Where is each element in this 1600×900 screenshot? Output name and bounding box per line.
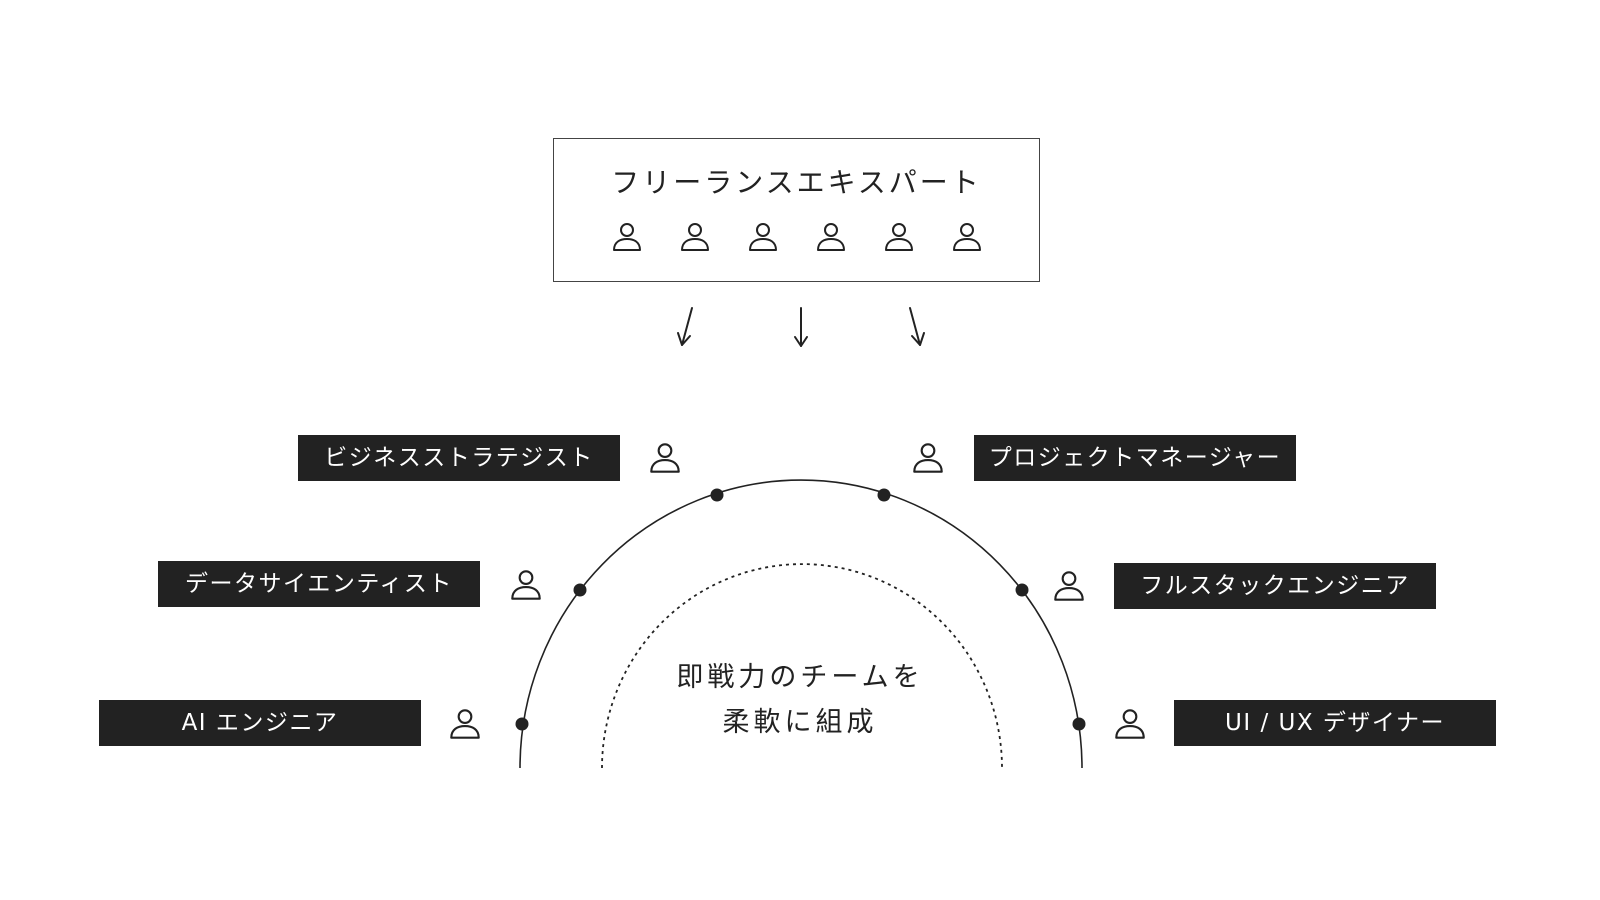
arc-dot-business-strategist xyxy=(710,488,724,502)
pool-title: フリーランスエキスパート xyxy=(611,166,982,199)
center-caption-line2: 柔軟に組成 xyxy=(722,707,878,738)
person-icon xyxy=(650,443,680,473)
person-icon xyxy=(816,223,845,251)
person-icon xyxy=(680,223,709,251)
person-icon xyxy=(1054,571,1084,601)
role-label-fullstack-engineer: フルスタックエンジニア xyxy=(1114,563,1436,609)
person-icon xyxy=(511,570,541,600)
role-label-business-strategist: ビジネスストラテジスト xyxy=(298,435,620,481)
arrow-down-icon xyxy=(794,307,808,347)
role-label-uiux-designer: UI / UX デザイナー xyxy=(1174,700,1496,746)
inner-dotted-arc xyxy=(601,563,1003,769)
center-caption-line1: 即戦力のチームを xyxy=(676,662,924,693)
person-icon xyxy=(952,223,981,251)
person-icon xyxy=(450,709,480,739)
arrow-right-icon xyxy=(909,307,925,346)
person-icon xyxy=(748,223,777,251)
freelance-expert-pool: フリーランスエキスパート xyxy=(553,138,1040,282)
arrow-left-icon xyxy=(677,307,693,346)
arc-dot-project-manager xyxy=(877,488,891,502)
arc-dot-ai-engineer xyxy=(515,717,529,731)
arc-dot-uiux-designer xyxy=(1072,717,1086,731)
person-icon xyxy=(612,223,641,251)
person-icon xyxy=(1115,709,1145,739)
outer-arc xyxy=(519,479,1083,769)
role-label-project-manager: プロジェクトマネージャー xyxy=(974,435,1296,481)
role-label-data-scientist: データサイエンティスト xyxy=(158,561,480,607)
person-icon xyxy=(884,223,913,251)
arc-dot-data-scientist xyxy=(573,583,587,597)
pool-people-icons xyxy=(554,219,1039,255)
person-icon xyxy=(913,443,943,473)
arc-dot-fullstack-engineer xyxy=(1015,583,1029,597)
role-label-ai-engineer: AI エンジニア xyxy=(99,700,421,746)
